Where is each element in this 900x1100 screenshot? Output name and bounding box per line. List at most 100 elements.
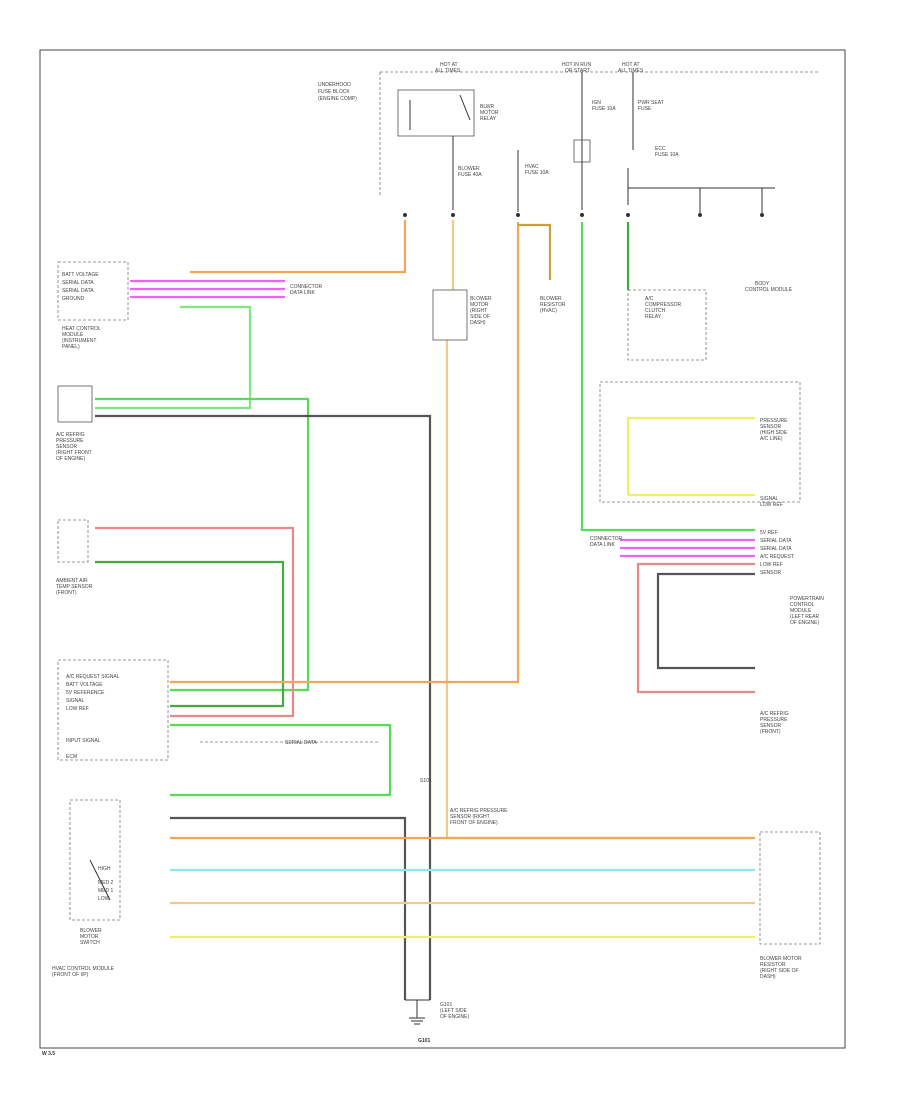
svg-text:SERIAL DATA: SERIAL DATA xyxy=(62,280,94,286)
svg-text:(RIGHT SIDE OF: (RIGHT SIDE OF xyxy=(760,968,799,974)
svg-text:(FRONT): (FRONT) xyxy=(760,729,781,735)
svg-text:SWITCH: SWITCH xyxy=(80,940,100,946)
svg-text:LOW: LOW xyxy=(98,896,110,902)
svg-text:(FRONT): (FRONT) xyxy=(56,590,77,596)
svg-text:OR START: OR START xyxy=(565,68,590,74)
svg-text:FUSE 10A: FUSE 10A xyxy=(525,170,549,176)
svg-text:SERIAL DATA: SERIAL DATA xyxy=(760,538,792,544)
svg-text:MOTOR: MOTOR xyxy=(480,110,499,116)
svg-text:LOW REF: LOW REF xyxy=(760,562,783,568)
svg-text:INPUT SIGNAL: INPUT SIGNAL xyxy=(66,738,101,744)
svg-text:(INSTRUMENT: (INSTRUMENT xyxy=(62,338,96,344)
lower-control-module: A/C REQUEST SIGNAL BATT VOLTAGE 5V REFER… xyxy=(57,659,380,761)
svg-text:MOTOR: MOTOR xyxy=(470,302,489,308)
svg-text:BLWR: BLWR xyxy=(480,104,494,110)
svg-text:RESISTOR: RESISTOR xyxy=(760,962,786,968)
fuse-block-area: UNDERHOOD FUSE BLOCK (ENGINE COMP) HOT A… xyxy=(318,62,820,217)
solenoid-unit: A/C REFRIG PRESSURE SENSOR (RIGHT FRONT … xyxy=(56,385,93,462)
svg-text:HIGH: HIGH xyxy=(98,866,111,872)
svg-text:FUSE: FUSE xyxy=(638,106,652,112)
temp-sensor: AMBIENT AIR TEMP SENSOR (FRONT) xyxy=(56,519,93,596)
mid-labels: S101 A/C REFRIG PRESSURE SENSOR (RIGHT F… xyxy=(420,778,508,826)
svg-text:SENSOR: SENSOR xyxy=(56,444,78,450)
svg-text:5V REF: 5V REF xyxy=(760,530,778,536)
svg-text:PRESSURE: PRESSURE xyxy=(760,418,788,424)
svg-text:FUSE 40A: FUSE 40A xyxy=(458,172,482,178)
svg-text:(HIGH SIDE: (HIGH SIDE xyxy=(760,430,788,436)
svg-text:S101: S101 xyxy=(420,778,432,784)
blower-motor: BLOWER MOTOR (RIGHT SIDE OF DASH) xyxy=(432,289,492,341)
svg-text:OF ENGINE): OF ENGINE) xyxy=(790,620,820,626)
svg-text:A/C: A/C xyxy=(645,296,654,302)
svg-text:(ENGINE COMP): (ENGINE COMP) xyxy=(318,96,357,102)
svg-text:PWR SEAT: PWR SEAT xyxy=(638,100,664,106)
diagram-border xyxy=(39,49,846,1049)
svg-text:RELAY: RELAY xyxy=(480,116,497,122)
svg-text:BLOWER MOTOR: BLOWER MOTOR xyxy=(760,956,802,962)
svg-text:5V REFERENCE: 5V REFERENCE xyxy=(66,690,105,696)
svg-text:(LEFT SIDE: (LEFT SIDE xyxy=(440,1008,468,1014)
svg-text:BLOWER: BLOWER xyxy=(540,296,562,302)
svg-text:HVAC CONTROL MODULE: HVAC CONTROL MODULE xyxy=(52,966,115,972)
svg-text:HOT AT: HOT AT xyxy=(622,62,640,68)
svg-text:SERIAL DATA: SERIAL DATA xyxy=(62,288,94,294)
blower-resistor-right: BLOWER MOTOR RESISTOR (RIGHT SIDE OF DAS… xyxy=(759,831,821,980)
ground-symbol: G101 (LEFT SIDE OF ENGINE) xyxy=(405,999,470,1025)
svg-text:A/C REFRIG: A/C REFRIG xyxy=(760,711,789,717)
svg-text:A/C REQUEST: A/C REQUEST xyxy=(760,554,794,560)
svg-text:IGN: IGN xyxy=(592,100,601,106)
svg-text:(RIGHT FRONT: (RIGHT FRONT xyxy=(56,450,92,456)
pcm-right: 5V REF SERIAL DATA SERIAL DATA A/C REQUE… xyxy=(590,530,824,626)
svg-text:MOTOR: MOTOR xyxy=(80,934,99,940)
svg-text:AMBIENT AIR: AMBIENT AIR xyxy=(56,578,88,584)
svg-text:BODY: BODY xyxy=(755,281,770,287)
svg-text:A/C REQUEST SIGNAL: A/C REQUEST SIGNAL xyxy=(66,674,120,680)
svg-text:FRONT OF ENGINE): FRONT OF ENGINE) xyxy=(450,820,498,826)
svg-text:CONTROL: CONTROL xyxy=(790,602,815,608)
svg-text:MED 2: MED 2 xyxy=(98,880,114,886)
relay-box-right: A/C COMPRESSOR CLUTCH RELAY BODY CONTROL… xyxy=(627,281,793,361)
svg-text:BLOWER: BLOWER xyxy=(458,166,480,172)
svg-text:RELAY: RELAY xyxy=(645,314,662,320)
wires xyxy=(95,220,755,1000)
svg-text:SENSOR (RIGHT: SENSOR (RIGHT xyxy=(450,814,490,820)
svg-text:FUSE BLOCK: FUSE BLOCK xyxy=(318,89,350,95)
svg-text:PRESSURE: PRESSURE xyxy=(760,717,788,723)
svg-text:CONNECTOR: CONNECTOR xyxy=(590,536,623,542)
svg-text:SENSOR: SENSOR xyxy=(760,723,782,729)
svg-text:ECM: ECM xyxy=(66,754,77,760)
svg-text:MODULE: MODULE xyxy=(62,332,84,338)
svg-text:(FRONT OF I/P): (FRONT OF I/P) xyxy=(52,972,89,978)
svg-text:HEAT CONTROL: HEAT CONTROL xyxy=(62,326,101,332)
svg-text:UNDERHOOD: UNDERHOOD xyxy=(318,82,351,88)
svg-text:BLOWER: BLOWER xyxy=(80,928,102,934)
svg-text:CONTROL MODULE: CONTROL MODULE xyxy=(745,287,793,293)
svg-text:LOW REF: LOW REF xyxy=(760,502,783,508)
svg-text:SIGNAL: SIGNAL xyxy=(760,496,779,502)
blower-switch: HIGH MED 2 MED 1 LOW BLOWER MOTOR SWITCH… xyxy=(52,799,121,978)
svg-text:A/C REFRIG PRESSURE: A/C REFRIG PRESSURE xyxy=(450,808,508,814)
svg-text:ECC: ECC xyxy=(655,146,666,152)
svg-text:DATA LINK: DATA LINK xyxy=(590,542,615,548)
svg-text:(HVAC): (HVAC) xyxy=(540,308,557,314)
hvac-module: BATT VOLTAGE SERIAL DATA SERIAL DATA GRO… xyxy=(57,261,323,350)
svg-text:OF ENGINE): OF ENGINE) xyxy=(56,456,86,462)
svg-text:SIGNAL: SIGNAL xyxy=(66,698,85,704)
svg-text:SENSOR: SENSOR xyxy=(760,570,782,576)
footer-page-code: W 3.5 xyxy=(42,1051,55,1057)
svg-text:FUSE 10A: FUSE 10A xyxy=(655,152,679,158)
svg-text:POWERTRAIN: POWERTRAIN xyxy=(790,596,824,602)
svg-text:PANEL): PANEL) xyxy=(62,344,80,350)
svg-text:LOW REF: LOW REF xyxy=(66,706,89,712)
pressure-sensor-right: PRESSURE SENSOR (HIGH SIDE A/C LINE) SIG… xyxy=(599,381,801,508)
svg-text:BLOWER: BLOWER xyxy=(470,296,492,302)
svg-text:SERIAL DATA: SERIAL DATA xyxy=(760,546,792,552)
svg-text:A/C REFRIG: A/C REFRIG xyxy=(56,432,85,438)
svg-text:HOT IN RUN: HOT IN RUN xyxy=(562,62,591,68)
svg-text:HVAC: HVAC xyxy=(525,164,539,170)
svg-text:RESISTOR: RESISTOR xyxy=(540,302,566,308)
svg-text:OF ENGINE): OF ENGINE) xyxy=(440,1014,470,1020)
svg-text:MODULE: MODULE xyxy=(790,608,812,614)
svg-text:MED 1: MED 1 xyxy=(98,888,114,894)
